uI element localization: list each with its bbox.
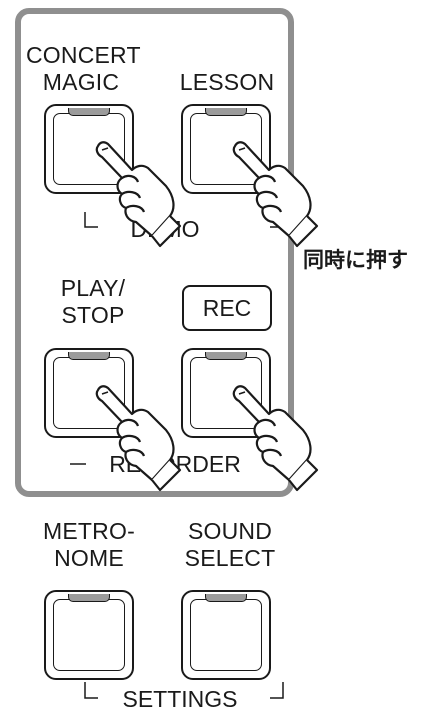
- press-simultaneously-note: 同時に押す: [303, 249, 408, 272]
- highlight-frame: [15, 8, 294, 497]
- sound-select-label: SOUND SELECT: [184, 518, 276, 571]
- play-stop-button[interactable]: [44, 348, 134, 438]
- led-indicator: [68, 352, 110, 360]
- rec-label: REC: [182, 285, 272, 331]
- settings-bracket: [84, 682, 284, 699]
- led-indicator: [205, 108, 247, 116]
- pressing-hand-icon: [232, 141, 319, 248]
- pressing-hand-icon: [95, 385, 182, 492]
- metronome-button[interactable]: [44, 590, 134, 680]
- led-indicator: [68, 108, 110, 116]
- settings-group-label: SETTINGS: [122, 686, 238, 712]
- lesson-button[interactable]: [181, 104, 271, 194]
- lesson-label: LESSON: [179, 69, 275, 95]
- concert-magic-label: CONCERT MAGIC: [26, 42, 141, 95]
- play-stop-label: PLAY/ STOP: [60, 275, 126, 328]
- led-indicator: [205, 352, 247, 360]
- led-indicator: [205, 594, 247, 602]
- concert-magic-button[interactable]: [44, 104, 134, 194]
- sound-select-button[interactable]: [181, 590, 271, 680]
- led-indicator: [68, 594, 110, 602]
- rec-button[interactable]: [181, 348, 271, 438]
- pressing-hand-icon: [95, 141, 182, 248]
- metronome-label: METRO- NOME: [43, 518, 135, 571]
- pressing-hand-icon: [232, 385, 319, 492]
